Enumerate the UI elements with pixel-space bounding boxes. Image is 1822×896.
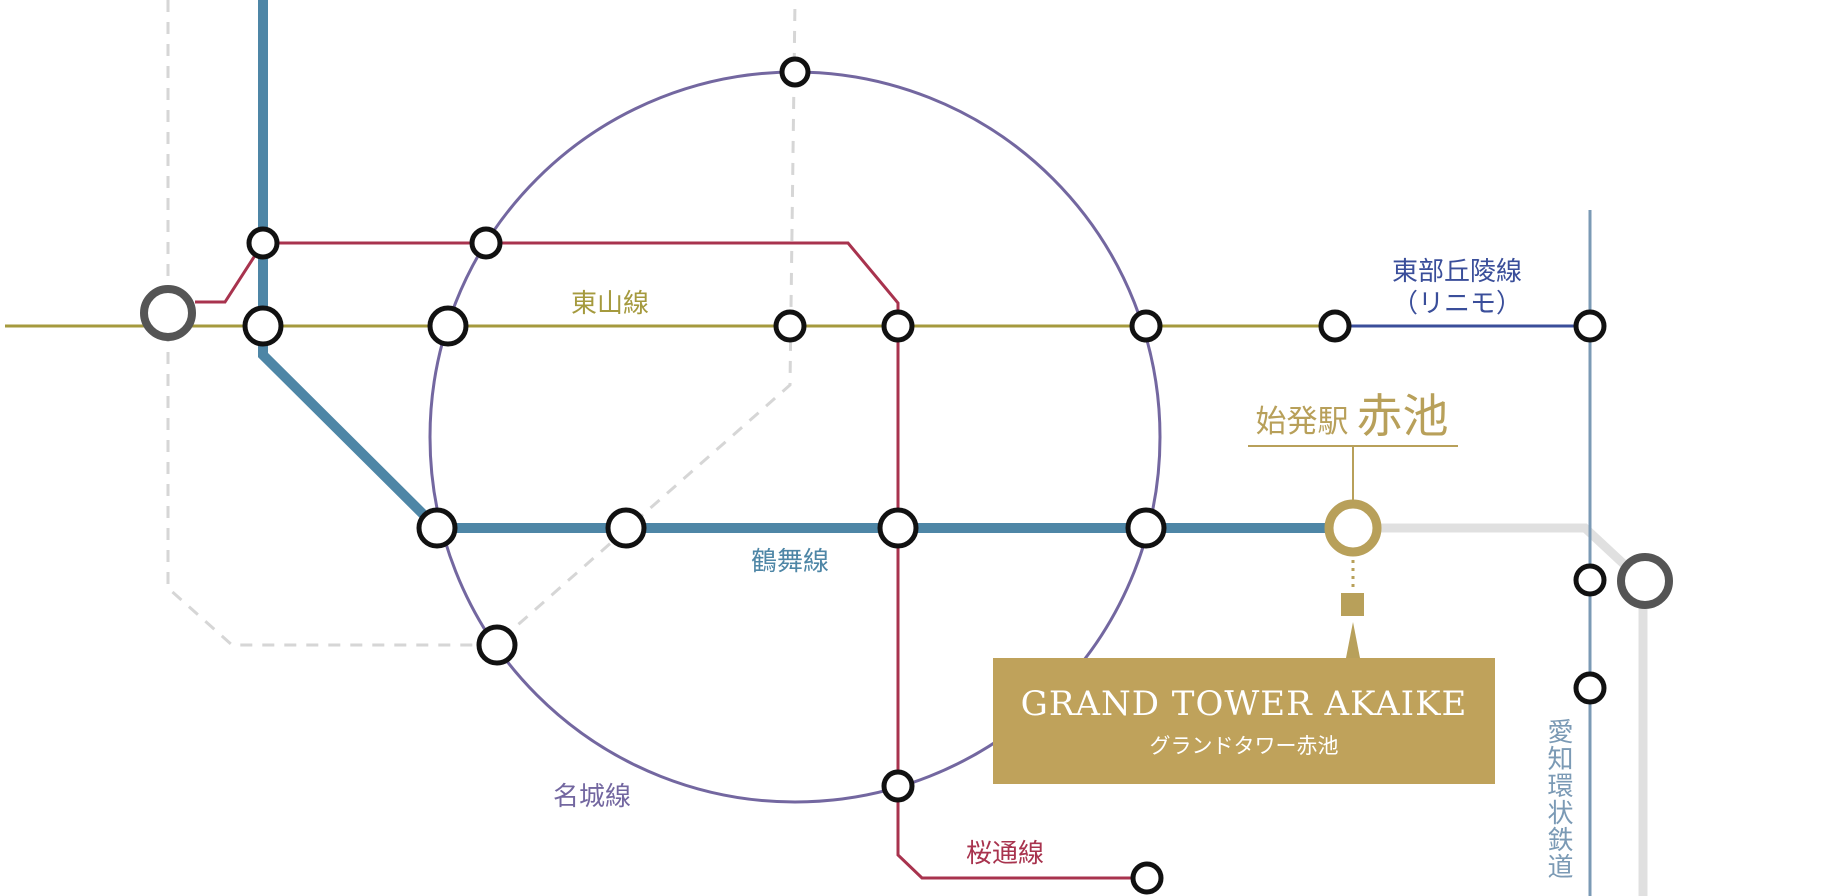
terminal-station-west[interactable] (140, 285, 196, 341)
meijo-line-label: 名城線 (553, 782, 631, 812)
station-akaike[interactable] (1324, 499, 1382, 557)
aichi-kanjo-line-label: 愛知環状鉄道 (1543, 718, 1573, 880)
tobukyuryo-line-label-2: （リニモ） (1392, 289, 1522, 319)
station-meijo-top[interactable] (779, 56, 811, 88)
station-tsurumai-meijo-west[interactable] (416, 507, 458, 549)
station-meijo-southwest[interactable] (476, 624, 518, 666)
station-aichi-kanjo-north[interactable] (1573, 309, 1607, 343)
sakuradori-line-label: 桜通線 (966, 839, 1044, 869)
property-pointer (1346, 622, 1360, 658)
start-station-name: 赤池 (1357, 389, 1449, 443)
tsurumai-line-label: 鶴舞線 (751, 547, 829, 577)
property-marker (1341, 593, 1364, 616)
stations (242, 56, 1607, 895)
station-tsurumai-mid[interactable] (605, 507, 647, 549)
station-tsurumai-sakuradori[interactable] (877, 507, 919, 549)
station-sakuradori-meijo[interactable] (469, 226, 503, 260)
tobukyuryo-line-label-1: 東部丘陵線 (1392, 257, 1522, 287)
station-higashiyama-sakuradori[interactable] (881, 309, 915, 343)
property-title: GRAND TOWER AKAIKE (1021, 684, 1468, 724)
property-subtitle: グランドタワー赤池 (1150, 734, 1339, 758)
station-higashiyama-tsurumai[interactable] (242, 305, 284, 347)
station-aichi-kanjo-south[interactable] (1573, 671, 1607, 705)
higashiyama-line-label: 東山線 (571, 289, 649, 319)
station-higashiyama-meijo-west[interactable] (427, 305, 469, 347)
terminal-station-east[interactable] (1617, 553, 1673, 609)
station-higashiyama-mid[interactable] (773, 309, 807, 343)
station-sakuradori-west[interactable] (246, 226, 280, 260)
other-line-solid-right (1350, 523, 1648, 896)
station-aichi-kanjo-mid[interactable] (1573, 563, 1607, 597)
sakuradori-line (195, 241, 1147, 880)
start-station-label: 始発駅赤池 (1256, 389, 1449, 443)
station-tsurumai-meijo-east[interactable] (1125, 507, 1167, 549)
property-box[interactable] (993, 658, 1495, 784)
station-sakuradori-terminus[interactable] (1130, 861, 1164, 895)
station-higashiyama-terminus[interactable] (1318, 309, 1352, 343)
station-higashiyama-meijo-east[interactable] (1129, 309, 1163, 343)
station-sakuradori-meijo-south[interactable] (881, 769, 915, 803)
start-station-prefix: 始発駅 (1256, 404, 1349, 440)
